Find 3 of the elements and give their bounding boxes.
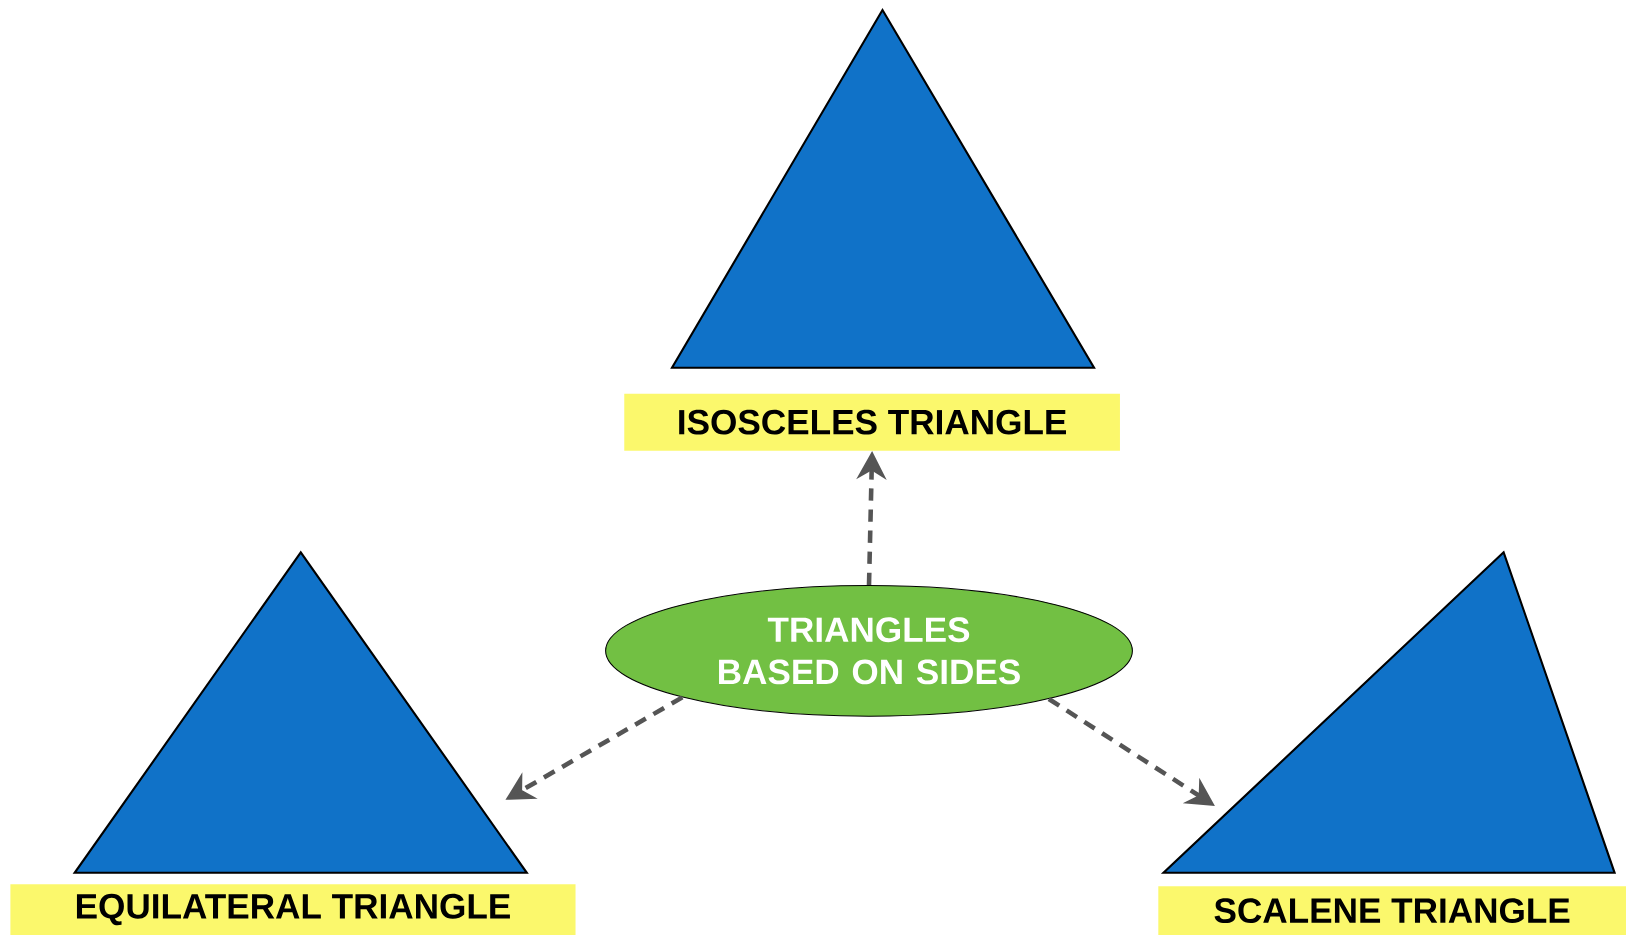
label-box: SCALENE TRIANGLE	[1158, 886, 1626, 935]
label-box: EQUILATERAL TRIANGLE	[10, 884, 576, 935]
label-box: ISOSCELES TRIANGLE	[624, 393, 1120, 451]
